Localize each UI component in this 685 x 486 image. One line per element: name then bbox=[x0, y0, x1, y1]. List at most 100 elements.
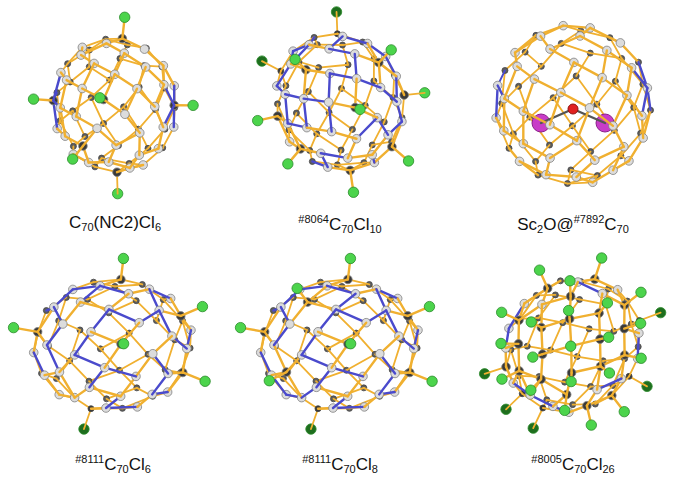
bond-line bbox=[73, 97, 91, 110]
bond-stick bbox=[550, 141, 577, 158]
bond-line bbox=[115, 284, 142, 286]
atom-ball bbox=[616, 39, 625, 48]
fullerene-model bbox=[252, 7, 429, 198]
chlorine-atom bbox=[95, 93, 105, 103]
carbon-atom bbox=[286, 320, 295, 329]
chlorine-atom bbox=[197, 301, 207, 311]
atom-ball bbox=[95, 93, 105, 103]
bond-line bbox=[302, 355, 332, 368]
fullerene-model bbox=[235, 253, 437, 434]
bond-line bbox=[291, 45, 309, 64]
atom-ball bbox=[252, 115, 262, 125]
chlorine-atom bbox=[28, 94, 38, 104]
bond-line bbox=[550, 36, 580, 49]
bond-line bbox=[105, 368, 136, 377]
bond-line bbox=[297, 361, 316, 381]
bond-stick bbox=[319, 65, 348, 68]
atom-ball bbox=[118, 253, 128, 263]
oxygen-atom bbox=[568, 104, 578, 114]
carbon-atom bbox=[93, 124, 102, 133]
carbon-atom bbox=[59, 320, 68, 329]
atom-ball bbox=[118, 339, 128, 349]
bond-stick bbox=[615, 58, 621, 81]
chlorine-atom bbox=[283, 159, 293, 169]
bond-stick bbox=[550, 125, 577, 141]
bond-stick bbox=[496, 86, 498, 118]
chlorine-atom bbox=[235, 322, 245, 332]
chlorine-atom bbox=[386, 45, 396, 55]
chlorine-atom bbox=[345, 339, 355, 349]
carbon-atom bbox=[121, 110, 130, 119]
bond-line bbox=[70, 361, 89, 381]
carbon-atom bbox=[585, 104, 594, 113]
chlorine-atom bbox=[119, 12, 129, 22]
bond-stick bbox=[336, 309, 366, 322]
bond-stick bbox=[105, 368, 136, 377]
bond-stick bbox=[73, 97, 91, 110]
atom-ball bbox=[427, 376, 437, 386]
bond-stick bbox=[91, 332, 121, 344]
bond-stick bbox=[342, 286, 363, 300]
bond-line bbox=[384, 98, 393, 122]
bond-stick bbox=[332, 368, 363, 377]
bond-stick bbox=[342, 284, 369, 286]
bond-line bbox=[319, 65, 348, 68]
bond-line bbox=[138, 110, 155, 130]
bond-line bbox=[314, 34, 337, 38]
chlorine-atom bbox=[252, 115, 262, 125]
bond-stick bbox=[318, 332, 348, 344]
bond-stick bbox=[333, 407, 364, 408]
bond-line bbox=[522, 111, 524, 143]
atom-ball bbox=[290, 54, 300, 64]
chlorine-atom bbox=[200, 376, 210, 386]
chlorine-atom bbox=[403, 156, 413, 166]
bond-line bbox=[634, 84, 643, 107]
bond-line bbox=[109, 309, 139, 322]
bond-line bbox=[341, 89, 365, 106]
bond-line bbox=[561, 62, 574, 92]
bond-stick bbox=[550, 93, 561, 125]
atom-ball bbox=[140, 45, 149, 54]
chlorine-atom bbox=[118, 253, 128, 263]
bond-line bbox=[590, 78, 603, 108]
bond-stick bbox=[314, 34, 337, 38]
bond-stick bbox=[513, 117, 529, 134]
bond-stick bbox=[341, 89, 365, 106]
bond-stick bbox=[613, 95, 627, 125]
fullerene-model bbox=[8, 253, 210, 434]
atom-ball bbox=[188, 100, 198, 110]
bond-stick bbox=[85, 124, 104, 137]
chlorine-atom bbox=[118, 339, 128, 349]
atom-ball bbox=[292, 283, 302, 293]
atom-ball bbox=[283, 159, 293, 169]
bond-stick bbox=[341, 129, 352, 150]
bond-stick bbox=[384, 98, 393, 122]
atom-ball bbox=[148, 349, 157, 358]
bond-line bbox=[89, 387, 120, 396]
atom-ball bbox=[59, 320, 68, 329]
bond-stick bbox=[129, 333, 148, 354]
bond-stick bbox=[316, 387, 347, 396]
bond-stick bbox=[561, 93, 590, 108]
bond-line bbox=[318, 332, 348, 344]
chlorine-atom bbox=[348, 187, 358, 197]
bond-stick bbox=[329, 112, 352, 129]
bond-stick bbox=[138, 110, 155, 130]
atom-ball bbox=[8, 322, 18, 332]
bond-line bbox=[73, 111, 85, 137]
atom-ball bbox=[197, 301, 207, 311]
bond-stick bbox=[561, 43, 590, 53]
bond-stick bbox=[70, 361, 89, 381]
atom-ball bbox=[568, 104, 578, 114]
bond-stick bbox=[115, 286, 136, 300]
chlorine-atom bbox=[355, 104, 365, 114]
bond-line bbox=[317, 134, 341, 150]
bond-line bbox=[115, 286, 136, 300]
atom-ball bbox=[28, 94, 38, 104]
bond-stick bbox=[561, 62, 574, 92]
atom-ball bbox=[200, 376, 210, 386]
bond-line bbox=[342, 286, 363, 300]
bond-line bbox=[91, 332, 121, 344]
bond-line bbox=[574, 62, 602, 77]
